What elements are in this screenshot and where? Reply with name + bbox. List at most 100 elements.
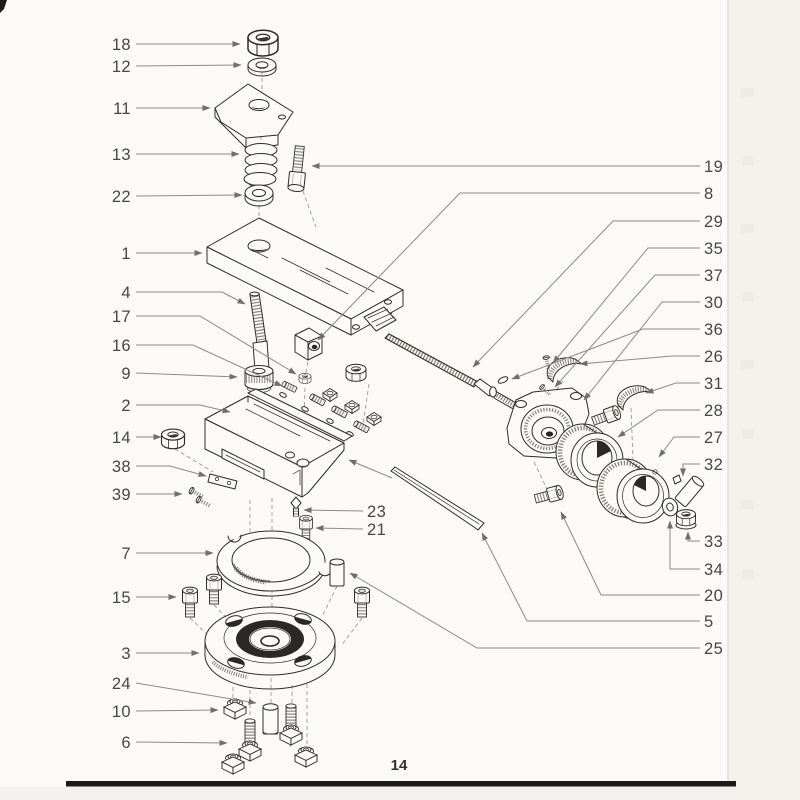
leader-part-27 [658,436,700,458]
part-15-cap-screw-c [355,587,370,617]
leader-part-8 [317,192,700,341]
gib-alignment-leader [348,459,393,479]
part-15-cap-screw-a [183,587,198,617]
callout-part-32: 32 [704,456,723,474]
callout-part-2: 2 [121,397,131,415]
leader-part-17 [136,315,297,375]
part-18-hex-nut [247,29,279,57]
callout-part-3: 3 [121,645,131,663]
part-17-small-nut [298,373,312,384]
callout-part-10: 10 [112,703,131,721]
leader-part-24 [135,682,257,705]
page-number: 14 [391,757,408,774]
part-24-pin [262,703,279,735]
part-32-handle-pin [672,474,705,507]
leader-part-20 [560,511,700,596]
part-39-screws [188,487,212,509]
callout-part-15: 15 [112,589,131,607]
leader-part-22 [135,192,243,199]
part-2-slide-block [204,388,353,498]
leader-part-33 [685,531,700,542]
gib-adjusting-screws [279,388,382,437]
part-20-cap-screw [533,485,564,506]
part-22-washer [244,184,274,207]
base-slots [225,613,312,669]
callout-part-29: 29 [704,213,723,231]
part-19-cap-screw [287,145,306,192]
callout-part-28: 28 [704,402,723,420]
leader-part-12 [135,62,242,69]
leader-part-5 [481,532,700,622]
callout-part-24: 24 [112,675,131,693]
callout-part-1: 1 [121,245,131,263]
part-8-clamp-block [294,327,323,361]
callout-part-17: 17 [112,308,131,326]
tnut-bottom-right [294,746,318,768]
part-6-tnut-b [279,724,303,746]
part-38-gib-plate [207,473,238,490]
scan-bottom-margin [0,786,800,800]
callout-part-18: 18 [112,36,131,54]
callout-part-6: 6 [121,734,131,752]
part-14-hex-nut [160,428,186,450]
part-11-toolpost-wedge [214,83,294,149]
leader-part-6 [135,739,228,746]
leader-part-21 [315,525,364,532]
callout-part-9: 9 [121,365,131,383]
part-7-swivel-ring [216,526,333,597]
callout-part-35: 35 [704,240,723,258]
showthrough-marks [741,88,754,579]
callout-part-31: 31 [704,375,723,393]
part-6-stud-b [286,704,296,727]
callout-part-12: 12 [112,58,131,76]
part-34-washer [661,497,679,517]
leader-part-37 [554,274,700,388]
part-23-cone-screw [290,496,302,517]
part-12-washer [247,57,277,77]
part-10-t-nut [223,698,247,720]
callout-part-21: 21 [367,521,386,539]
callout-part-16: 16 [112,337,131,355]
callout-part-25: 25 [704,640,723,658]
part-35-screw [540,353,554,372]
part-16-set-screw [281,381,297,393]
leader-part-31 [645,382,700,394]
leader-part-36 [511,328,700,380]
leader-part-30 [583,301,700,401]
part-5-gib [390,466,485,531]
part-9-knurled-nut [244,365,274,393]
part-25-pin [329,558,345,587]
callout-part-13: 13 [112,146,131,164]
leader-part-16 [136,344,283,387]
leader-part-23 [303,507,364,514]
part-6-tnut-a [238,740,262,762]
part-26-graduated-collar [546,357,583,383]
leader-part-10 [135,707,219,714]
callout-layer: 1812111322141716921438397153241062321198… [112,36,723,752]
callout-part-33: 33 [704,533,723,551]
leader-part-29 [472,220,700,368]
part-4-stud [249,291,270,372]
part-1-top-slide [206,217,404,336]
leader-part-34 [667,520,700,570]
part-13-spring [243,143,278,187]
callout-part-38: 38 [112,458,131,476]
callout-part-23: 23 [367,503,386,521]
callout-part-19: 19 [704,158,723,176]
part-27-dial [596,458,670,524]
part-31-graduated-collar [616,385,653,411]
callout-part-5: 5 [704,613,714,631]
leader-part-25 [349,572,700,649]
part-15-cap-screw-b [207,574,222,604]
leader-part-28 [617,409,700,438]
callout-part-8: 8 [704,185,714,203]
part-29-lead-screw [384,332,520,411]
callout-part-30: 30 [704,294,723,312]
callout-part-34: 34 [704,561,723,579]
bracket-mounting-screw [591,405,623,428]
leader-part-32 [680,463,700,477]
callout-part-11: 11 [113,100,131,118]
callout-part-20: 20 [704,587,723,605]
leader-part-2 [136,404,231,414]
